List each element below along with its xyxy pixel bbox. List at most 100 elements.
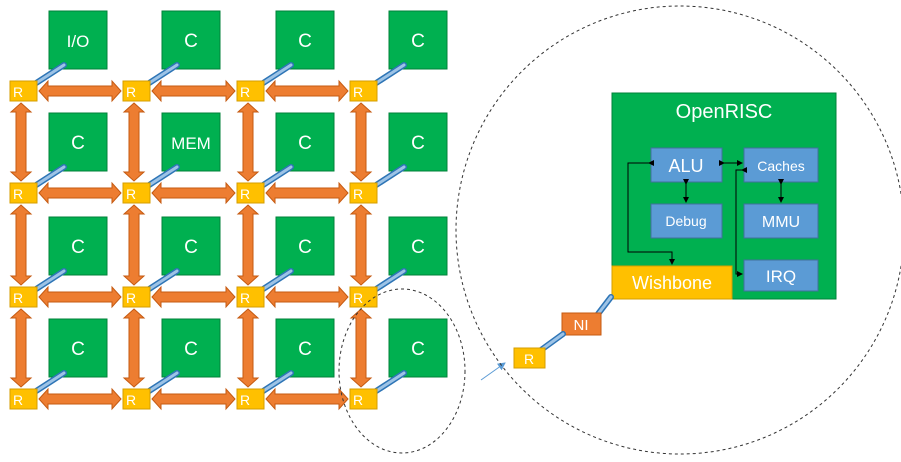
vertical-link [122,102,146,182]
horizontal-link [38,285,122,309]
core-tile-label: C [71,237,85,258]
core-tile [388,10,448,70]
router [349,182,378,204]
vertical-link [9,102,33,182]
vertical-link [349,204,373,286]
core-tile-label: C [411,31,425,52]
vertical-link [236,308,260,388]
vertical-link [349,102,373,182]
horizontal-link [151,285,236,309]
core-tile [275,216,335,276]
vertical-links [9,102,373,388]
horizontal-link [265,79,349,103]
router-label: R [240,290,250,306]
core-tile-label: C [71,133,85,154]
router-label: R [240,186,250,202]
horizontal-link [151,79,236,103]
horizontal-link [265,285,349,309]
core-tile-label: C [184,339,198,360]
router [122,388,151,410]
core-tile-label: C [411,237,425,258]
router [349,80,378,102]
vertical-link [236,204,260,286]
zoom-router-label: R [524,351,534,367]
irq-label: IRQ [766,267,796,286]
router [236,286,265,308]
router-label: R [353,186,363,202]
router-label: R [126,186,136,202]
router-label: R [13,392,23,408]
alu-wishbone-arrow [627,160,675,265]
wishbone-block [611,265,733,300]
router-label: R [240,84,250,100]
caches-label: Caches [757,158,804,174]
vertical-link [122,204,146,286]
core-tile [275,112,335,172]
core-tile [161,112,221,172]
router [236,388,265,410]
core-tile-label: C [184,237,198,258]
core-tile [161,10,221,70]
openrisc-core: OpenRISC ALU Caches Debug MMU IRQ Wishbo… [611,92,837,300]
zoom-router [513,347,546,369]
zoom-circle [455,5,901,455]
router-label: R [126,392,136,408]
core-tile-label: C [298,339,312,360]
horizontal-link [265,387,349,411]
bus-irq-arrow [735,167,747,277]
horizontal-link [151,181,236,205]
core-tile-label: C [411,339,425,360]
vertical-link [9,204,33,286]
core-tile [48,216,108,276]
core-tile-label: MEM [171,134,211,153]
core-tile-label: C [411,133,425,154]
horizontal-link [38,387,122,411]
horizontal-link [38,181,122,205]
router [9,80,38,102]
zoom-connector-arrow [480,362,506,381]
core-tile [48,112,108,172]
core-tile-label: C [71,339,85,360]
core-tile [275,10,335,70]
vertical-link [236,102,260,182]
mmu-label: MMU [762,214,800,231]
core-tile [161,318,221,378]
core-tile [161,216,221,276]
core-tile-label: C [298,31,312,52]
router-label: R [353,84,363,100]
router [122,80,151,102]
vertical-link [9,308,33,388]
router-label: R [240,392,250,408]
router [9,388,38,410]
network-interface-label: NI [574,317,589,334]
core-tile-label: C [184,31,198,52]
vertical-link [122,308,146,388]
core-tile [48,318,108,378]
wishbone-label: Wishbone [632,273,712,293]
vertical-link [349,308,373,388]
router-label: R [13,84,23,100]
router-label: R [13,290,23,306]
openrisc-title: OpenRISC [676,101,773,123]
router-label: R [126,290,136,306]
router-label: R [353,392,363,408]
horizontal-link [265,181,349,205]
horizontal-links [38,79,349,411]
router [122,286,151,308]
network-interface [561,312,602,336]
debug-label: Debug [665,213,706,229]
router-label: R [126,84,136,100]
router [122,182,151,204]
wishbone-ni-link-inner [596,295,613,316]
alu-label: ALU [668,156,703,176]
core-tile [388,216,448,276]
core-tile-label: C [298,133,312,154]
horizontal-link [38,79,122,103]
router [9,286,38,308]
highlight-circle [338,288,466,454]
core-tile [275,318,335,378]
router-label: R [353,290,363,306]
